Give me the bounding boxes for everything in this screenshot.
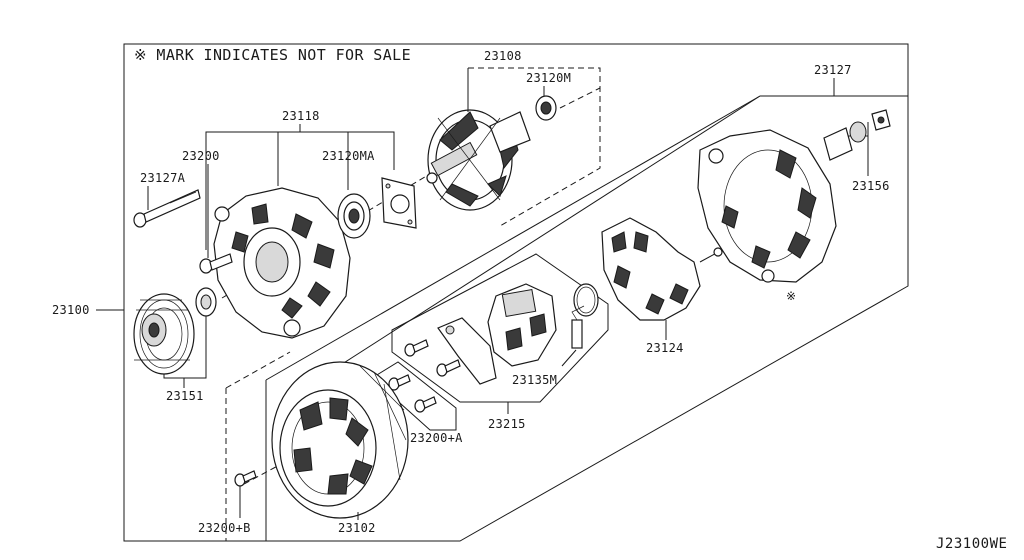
label-23127: 23127	[814, 63, 852, 77]
bolt-23200	[199, 253, 233, 274]
panel-divider-lower-edge	[265, 95, 761, 381]
brush-23135M	[571, 305, 585, 349]
label-23200A: 23200+A	[410, 431, 463, 445]
label-23135M: 23135M	[512, 373, 557, 387]
bearing-23120MA	[337, 193, 371, 239]
bracket-23151	[163, 316, 207, 379]
terminal-nut-23156	[823, 109, 891, 161]
label-23200B: 23200+B	[198, 521, 251, 535]
front-housing	[213, 187, 351, 339]
diagram-reference-code: J23100WE	[936, 536, 1007, 552]
screws-23200A	[388, 374, 437, 413]
assembly-line-top	[468, 67, 601, 227]
label-23108: 23108	[484, 49, 522, 63]
label-23124: 23124	[646, 341, 684, 355]
panel-23215	[391, 253, 609, 403]
assembly-line-top-axis	[559, 87, 601, 109]
not-for-sale-note: ※ MARK INDICATES NOT FOR SALE	[134, 46, 411, 64]
label-23120MA: 23120MA	[322, 149, 375, 163]
panel-23200A	[371, 361, 457, 431]
washer-23151	[195, 287, 217, 317]
o-ring	[573, 283, 599, 317]
through-bolt-23127A	[133, 189, 201, 228]
outer-frame	[123, 43, 909, 542]
assembly-line-lower-2	[225, 351, 291, 389]
bearing-23120M	[535, 95, 557, 121]
rear-cover	[697, 129, 837, 283]
rotor-23108	[426, 109, 531, 211]
label-23100: 23100	[52, 303, 90, 317]
stator-23102	[271, 361, 409, 519]
label-23215: 23215	[488, 417, 526, 431]
brush-holder	[437, 317, 497, 385]
retainer-plate	[381, 177, 417, 229]
label-23102: 23102	[338, 521, 376, 535]
regulator	[487, 283, 557, 367]
pulley-23151	[133, 293, 195, 375]
not-for-sale-mark-cover: ※	[786, 289, 796, 303]
panel-divider-upper	[285, 95, 761, 401]
rectifier-23124	[601, 217, 723, 321]
label-23156: 23156	[852, 179, 890, 193]
label-23200: 23200	[182, 149, 220, 163]
label-23118: 23118	[282, 109, 320, 123]
screw-23200B	[234, 470, 257, 487]
label-23127A: 23127A	[140, 171, 186, 185]
leader-23135M	[561, 349, 577, 367]
label-23151: 23151	[166, 389, 204, 403]
label-23120M: 23120M	[526, 71, 571, 85]
regulator-screws	[404, 339, 461, 377]
